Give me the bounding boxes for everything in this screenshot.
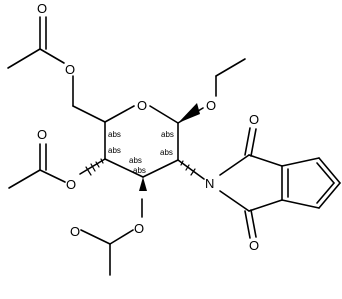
stereo-label-c1: abs: [161, 130, 174, 139]
ethoxy-o: O: [206, 98, 216, 113]
hashed-wedge-c4-o: [85, 158, 104, 176]
stereo-label-c3-upper: abs: [129, 156, 142, 165]
acetyl1-ester-o: O: [65, 62, 75, 77]
acetyl2-carbonyl-o: O: [37, 127, 47, 142]
stereo-bonds: [85, 103, 200, 191]
acetyl2-ester-o: O: [66, 177, 76, 192]
stereo-label-c2: abs: [160, 148, 173, 157]
hashed-wedge-c2-n: [180, 160, 196, 176]
phthalimide-lower-o: O: [249, 238, 259, 253]
stereo-label-c5: abs: [108, 130, 121, 139]
wedge-c3-o: [139, 177, 147, 191]
stereo-label-c3-lower: abs: [133, 166, 146, 175]
bond-lines: [7, 16, 341, 276]
stereo-label-c4: abs: [108, 146, 121, 155]
atom-labels: O O O O O O O O N O O: [37, 1, 259, 253]
phthalimide-n: N: [205, 176, 214, 191]
phthalimide-upper-o: O: [249, 112, 259, 127]
stereo-labels: abs abs abs abs abs abs: [108, 130, 174, 175]
acetyl3-carbonyl-o: O: [70, 224, 80, 239]
ring-o: O: [137, 98, 147, 113]
acetyl3-ester-o: O: [134, 221, 144, 236]
acetyl1-carbonyl-o: O: [37, 1, 47, 16]
wedge-c1-o: [178, 103, 200, 123]
